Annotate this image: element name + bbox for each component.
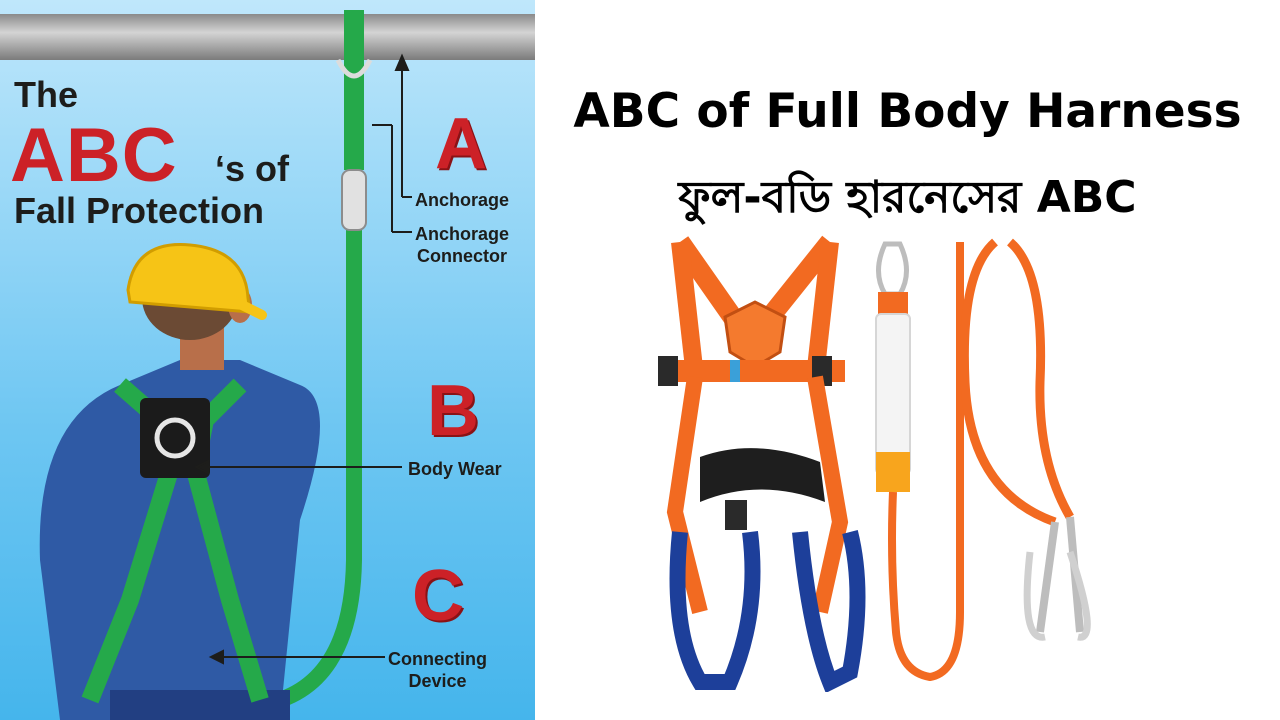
double-rope-lanyard (959, 238, 1091, 641)
anchorage-strap (344, 10, 364, 170)
letter-a: A (435, 104, 487, 184)
letter-c: C (412, 556, 464, 636)
shock-absorber-lanyard (875, 241, 964, 682)
callout-anchorage-connector: Anchorage Connector (415, 224, 510, 266)
page-title-bengali: ফুল-বডি হারনেসের ABC (678, 172, 1137, 223)
harness-back-pad (140, 398, 210, 478)
poster-title-the: The (14, 74, 79, 115)
anchor-d-ring (335, 58, 373, 79)
waist-pad (700, 448, 825, 502)
anchorage-connector-hook (341, 169, 367, 231)
poster-title-fall-protection: Fall Protection (14, 190, 265, 231)
callout-connecting-device: Connecting Device (388, 649, 487, 691)
poster-title-s-of: ‘s of (215, 148, 290, 189)
worker-illustration (39, 10, 412, 720)
harness-product-photo (658, 235, 1091, 692)
hard-hat (126, 243, 252, 314)
snap-hook-left (1036, 521, 1059, 633)
pointer-lines (193, 53, 412, 665)
abc-fall-protection-poster: The ABC ‘s of Fall Protection A B C Anch… (0, 0, 535, 720)
anchor-beam (0, 14, 535, 60)
harness-body (658, 235, 866, 692)
letter-b: B (427, 371, 479, 451)
callout-body-wear: Body Wear (408, 459, 502, 479)
dorsal-d-ring (154, 417, 196, 459)
poster-title-abc: ABC (10, 113, 178, 198)
hard-hat-brim (227, 295, 267, 320)
carabiner (876, 241, 909, 297)
page-title-english: ABC of Full Body Harness (573, 84, 1242, 139)
back-pad (723, 300, 787, 369)
left-leg-strap (669, 531, 761, 690)
right-leg-strap (792, 530, 866, 692)
callout-anchorage: Anchorage (415, 190, 510, 210)
